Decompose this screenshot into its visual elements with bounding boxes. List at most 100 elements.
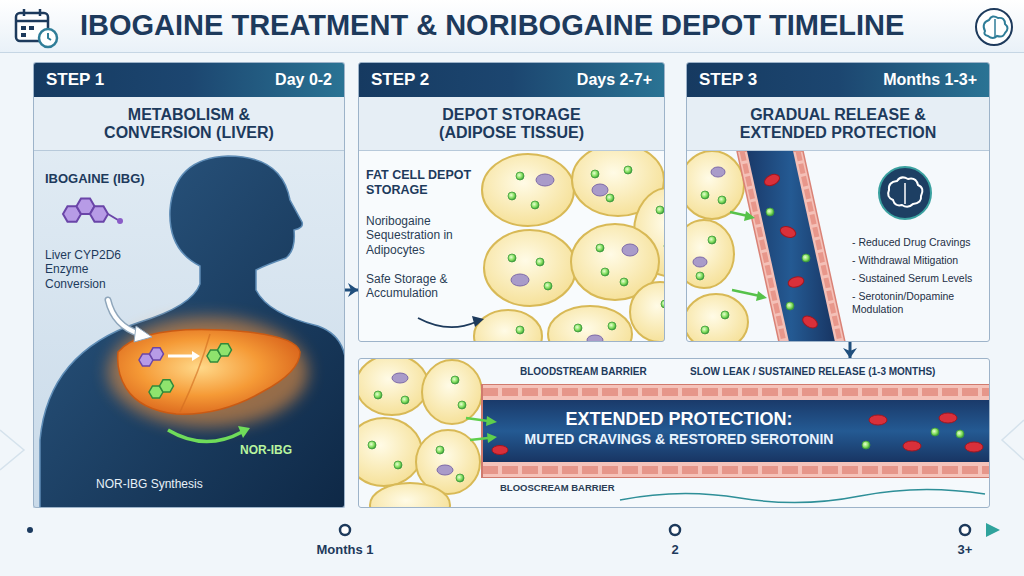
noribogaine-dot [701,326,709,334]
molecule-bond [108,214,118,220]
fat-cell [359,418,422,486]
brain-outline [888,177,922,206]
text-group: METABOLISM & CONVERSION (LIVER) [34,97,344,151]
noribogaine-dot [708,236,716,244]
step-number: STEP 1 [46,70,104,90]
synthesis-arrow [168,430,242,442]
release-arrowhead [487,433,497,443]
protection-heading: EXTENDED PROTECTION: [479,409,879,431]
arrow-head [134,326,152,342]
fat-cell [630,282,664,341]
text-group: GRADUAL RELEASE & EXTENDED PROTECTION [687,97,989,151]
fat-cell [548,306,632,341]
release-label: SLOW LEAK / SUSTAINED RELEASE (1-3 MONTH… [690,366,935,378]
subtitle-band [687,96,989,150]
cell-nucleus [622,244,638,256]
benefit-item: - Sustained Serum Levels [852,272,986,285]
calendar-day [21,33,26,37]
benefit-item: - Withdrawal Mitigation [852,254,986,267]
noribogaine-dot [401,396,409,404]
cell-nucleus [711,167,725,177]
red-blood-cell [492,446,508,455]
serum-wave [620,489,985,502]
noribogaine-dot [436,446,444,454]
noribogaine-dot [931,428,939,436]
noribogaine-dot [574,324,582,332]
fat-cell [484,230,576,306]
noribogaine-dot [394,461,402,469]
red-blood-cell [869,415,887,425]
noribogaine-dot [786,302,794,310]
noribogaine-dot [606,194,614,202]
cell-nucleus [392,373,408,383]
vessel-lumen [747,151,835,341]
wall-edge [482,384,989,385]
barrier-label: BLOOSCREAM BARRIER [500,482,615,493]
clock-face [39,29,57,47]
cell-nucleus [511,274,529,286]
step-timing: Months 1-3+ [883,71,977,89]
text-group: STEP 3 Months 1-3+ [687,63,989,97]
protection-panel: EXTENDED PROTECTION:MUTED CRAVINGS & RES… [358,358,990,508]
step-timing: Days 2-7+ [577,71,652,89]
panel-ground [358,358,990,508]
red-blood-cell [965,442,983,452]
panel-ground [33,62,345,508]
fat-cell [422,360,482,424]
red-blood-cell [787,275,805,289]
noribogaine-dot [701,191,709,199]
timeline-start [27,527,33,533]
band-rule [359,150,664,151]
title-bar [0,0,1024,52]
badge-circle [879,167,931,219]
release-arrowhead [744,211,755,221]
calendar-day [29,26,34,30]
noribogaine-dot [696,272,704,280]
cell-nucleus [587,335,603,341]
title-rule [0,52,1024,53]
band-rule [687,150,989,151]
text-group: EXTENDED PROTECTION:MUTED CRAVINGS & RES… [479,409,879,447]
wall-cells [482,388,989,396]
description-text: Safe Storage & Accumulation [366,272,470,301]
noribogaine-dot [591,170,599,178]
timeline-label: 2 [671,542,678,558]
decor-line [1002,420,1024,460]
release-arrowhead [486,416,497,426]
synthesis-arrowhead [238,426,250,438]
fat-cell [359,359,428,415]
red-blood-cell [801,314,820,331]
noribogaine-dot [956,430,964,438]
noribogaine-dot [368,441,376,449]
fat-cell [687,220,734,288]
bloodstream-illustration [359,359,989,507]
calendar-ring [39,9,42,16]
noribogaine-dot [608,322,616,330]
human-silhouette [40,156,344,507]
brain-fissure [904,183,906,204]
liver-glow [108,317,308,427]
timeline-label: 3+ [958,542,973,558]
ibogaine-structure [63,198,123,224]
timeline-tick [670,525,680,535]
benefit-item: - Serotonin/Dopamine Modulation [852,290,986,315]
cell-nucleus [536,174,554,186]
cell-nucleus [693,257,707,267]
barrier-label: BLOODSTREAM BARRIER [520,366,647,378]
step-header: STEP 1Day 0-2 [34,63,344,97]
molecule-label: IBOGAINE (IBG) [45,171,145,187]
subtitle-band [34,96,344,150]
text-group: STEP 1Day 0-2 [34,63,344,97]
step-number: STEP 2 [371,70,429,90]
vessel-wall [482,462,989,478]
step-subtitle: METABOLISM & CONVERSION (LIVER) [84,106,294,143]
title: IBOGAINE TREATMENT & NORIBOGAINE DEPOT T… [80,9,904,42]
conversion-arrowhead [192,351,200,361]
noribogaine-dot [802,254,810,262]
noribogaine-dot [601,268,609,276]
step-number: STEP 3 [699,70,757,90]
noribogaine-dot [374,391,382,399]
clock-hands [48,33,51,40]
